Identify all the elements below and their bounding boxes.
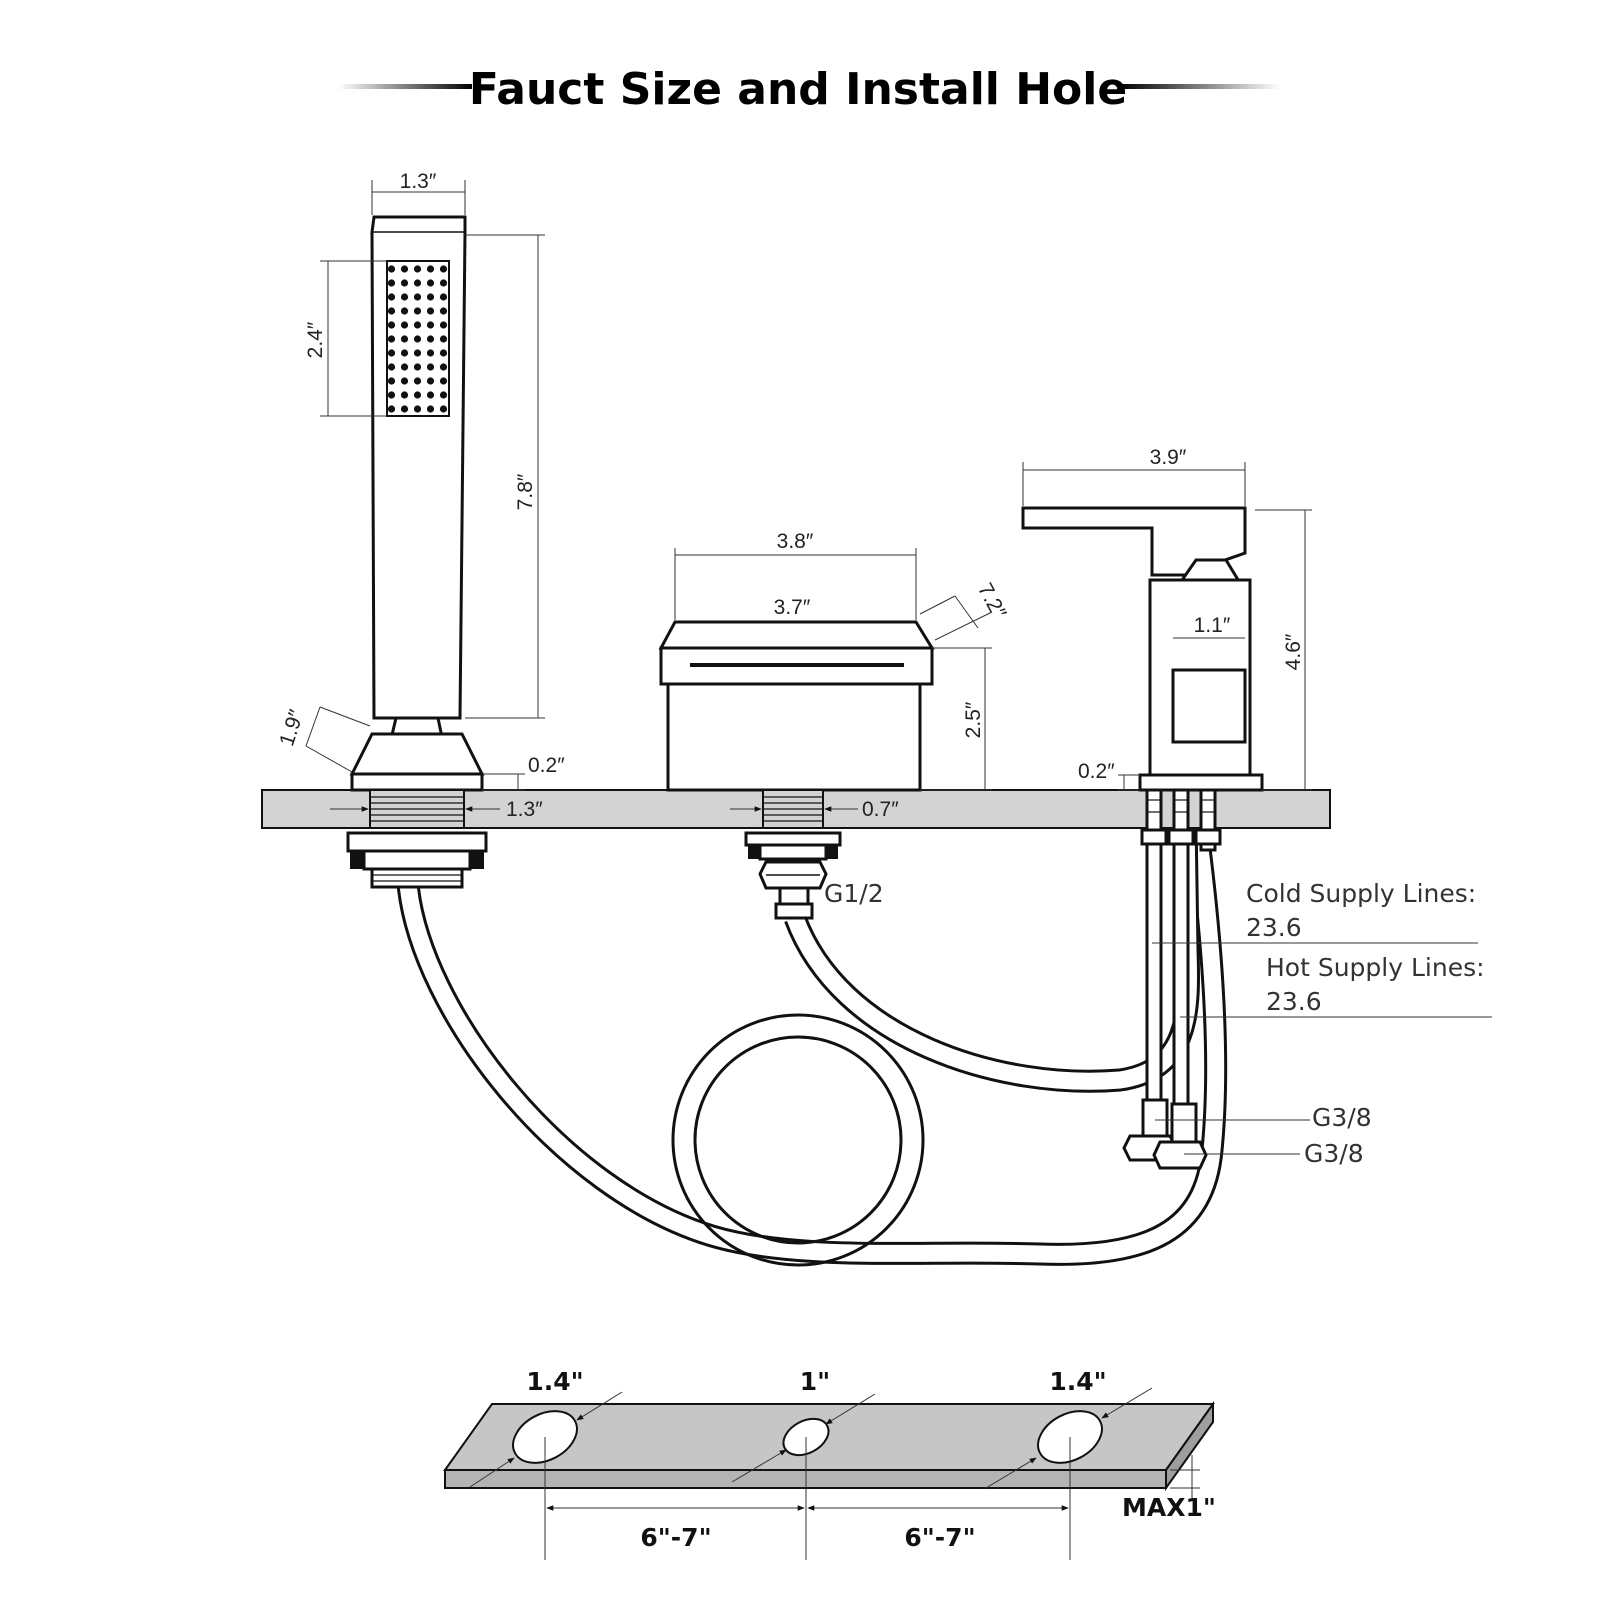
value-hot-lines: 23.6 (1266, 987, 1322, 1016)
page-title: Fauct Size and Install Hole (469, 64, 1127, 115)
cold-inlet-fitting (1141, 1098, 1169, 1138)
label-spacing-left: 6"-7" (640, 1523, 711, 1552)
label-inlet-b: G3/8 (1304, 1139, 1364, 1168)
label-left-hole: 1.4" (526, 1367, 583, 1396)
label-holder-height: 1.9″ (275, 706, 308, 748)
label-spout-top: 3.7″ (774, 596, 811, 619)
label-max-thickness: MAX1" (1122, 1493, 1216, 1522)
label-spout-height: 2.5″ (962, 701, 985, 738)
label-handshower-width: 1.3″ (400, 170, 437, 193)
label-center-hole: 1" (800, 1367, 830, 1396)
label-valve-body: 1.1″ (1194, 614, 1231, 637)
label-spout-length: 3.8″ (777, 530, 814, 553)
label-spout-depth: 7.2″ (973, 579, 1011, 623)
value-cold-lines: 23.6 (1246, 913, 1302, 942)
label-left-shank: 1.3″ (506, 798, 543, 821)
label-cold-lines: Cold Supply Lines: (1246, 879, 1476, 908)
valve-base (1138, 773, 1264, 792)
label-hot-lines: Hot Supply Lines: (1266, 953, 1485, 982)
hose-coil-inner (693, 1035, 903, 1245)
spout-body (666, 682, 922, 792)
valve-indicator (1171, 668, 1247, 744)
label-right-hole: 1.4" (1049, 1367, 1106, 1396)
label-spacing-right: 6"-7" (904, 1523, 975, 1552)
title-rule-left (338, 84, 472, 89)
label-inlet-a: G3/8 (1312, 1103, 1372, 1132)
waterfall-spout (658, 620, 935, 920)
label-center-shank: 0.7″ (862, 798, 899, 821)
dimension-lines (305, 180, 1492, 1155)
spout-hose-path (784, 819, 1201, 1093)
spray-face (386, 260, 450, 417)
label-handshower-length: 7.8″ (514, 473, 537, 510)
holder-base (349, 732, 485, 776)
hot-inlet-fitting (1170, 1102, 1198, 1144)
mixer-valve (1021, 506, 1264, 1170)
label-valve-height: 4.6″ (1282, 633, 1305, 670)
install-hole-labels: 1.4" 1" 1.4" 6"-7" 6"-7" MAX1" (526, 1367, 1216, 1552)
hose-coil-outer (671, 1013, 925, 1267)
dimension-labels: 1.3″ 2.4″ 7.8″ 1.9″ 0.2″ 1.3″ 3.8″ 3.7″ … (275, 170, 1305, 821)
spout-top (658, 620, 935, 650)
install-hole-plate (443, 1387, 1215, 1560)
label-valve-base: 0.2″ (1078, 760, 1115, 783)
hand-shower (346, 215, 488, 889)
title-block: Fauct Size and Install Hole (338, 64, 1280, 115)
label-handle-length: 3.9″ (1150, 446, 1187, 469)
label-spout-thread: G1/2 (824, 879, 884, 908)
connection-labels: G1/2 Cold Supply Lines: 23.6 Hot Supply … (824, 879, 1485, 1168)
label-holder-base: 0.2″ (528, 754, 565, 777)
title-rule-right (1120, 84, 1280, 89)
label-spray-face-height: 2.4″ (304, 321, 327, 358)
